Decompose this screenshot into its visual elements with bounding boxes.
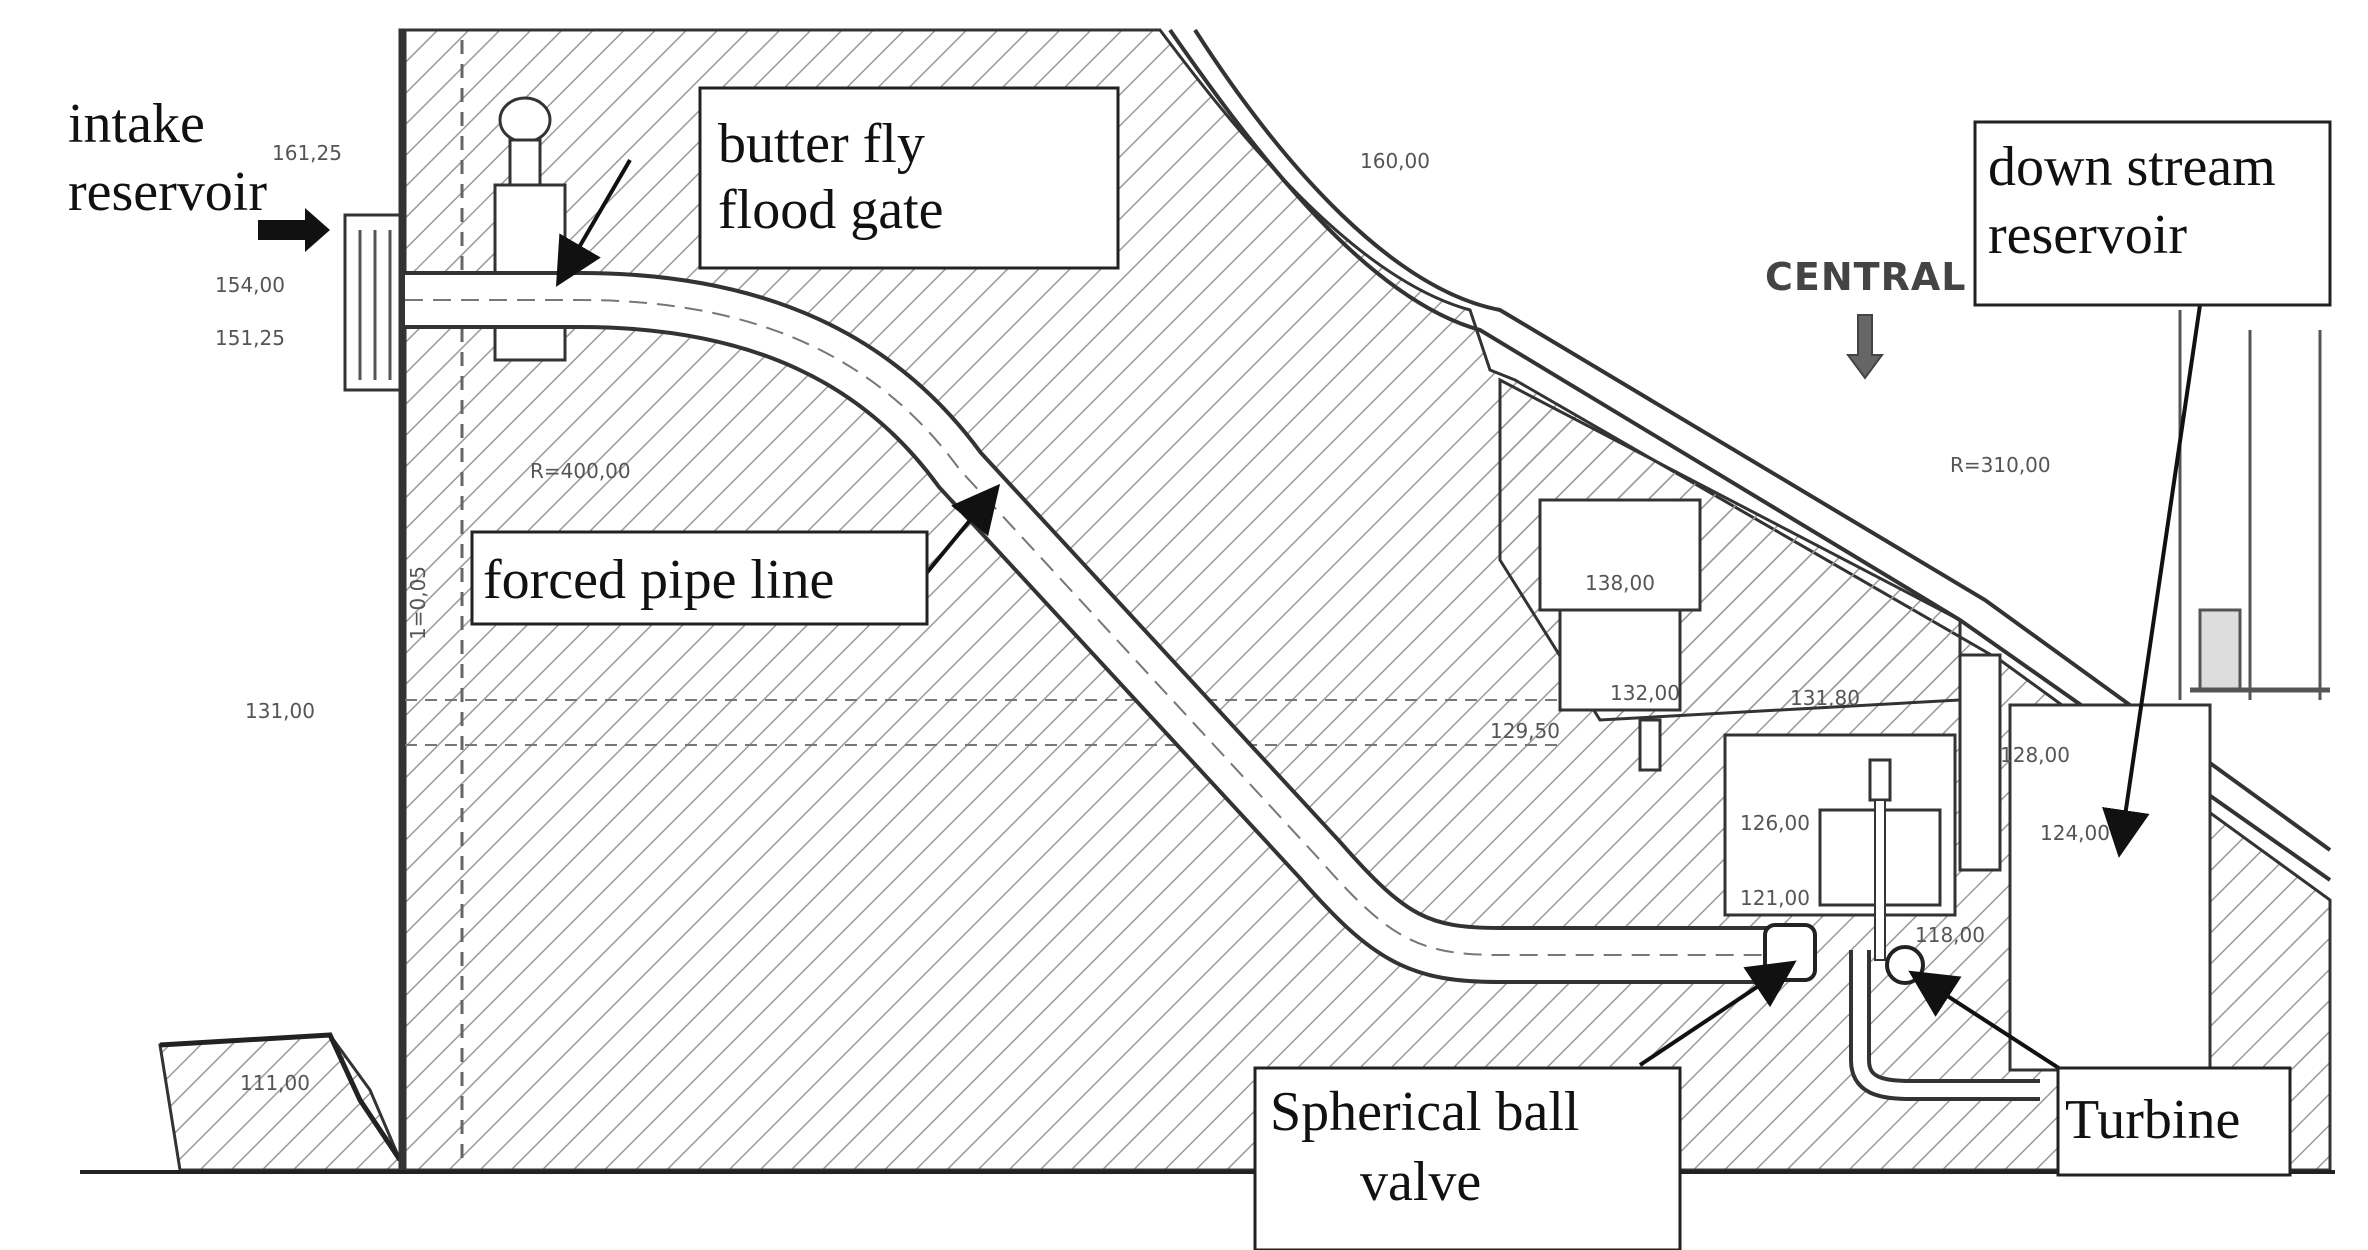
- forced-pipe-leader-arrow: [923, 483, 1001, 577]
- intake-flow-arrow: [258, 208, 330, 252]
- callout-butterfly-gate: butter fly flood gate: [698, 86, 1120, 270]
- dim-131-00: 131,00: [245, 699, 315, 723]
- butterfly-leader-arrow: [555, 158, 632, 287]
- spherical-ball-valve-symbol: [1763, 923, 1817, 982]
- dim-slope: 1=0,05: [406, 566, 430, 640]
- butterfly-label-line1: butter fly: [718, 113, 925, 175]
- dim-118-00: 118,00: [1915, 923, 1985, 947]
- dim-160-00: 160,00: [1360, 149, 1430, 173]
- dim-129-50: 129,50: [1490, 719, 1560, 743]
- intake-label-line2: reservoir: [68, 161, 267, 223]
- central-label: CENTRAL: [1765, 255, 1966, 299]
- downstream-face: [1168, 28, 2332, 882]
- dim-161-25: 161,25: [272, 141, 342, 165]
- callout-forced-pipe-line: forced pipe line: [470, 530, 929, 626]
- spherical-label-line2: valve: [1360, 1151, 1481, 1213]
- dim-r400: R=400,00: [530, 459, 631, 483]
- downstream-label-line2: reservoir: [1988, 204, 2187, 266]
- dim-126-00: 126,00: [1740, 811, 1810, 835]
- central-marker: CENTRAL: [1765, 255, 1966, 380]
- power-house: [1498, 377, 2212, 1101]
- dim-138-00: 138,00: [1585, 571, 1655, 595]
- dim-131-80: 131,80: [1790, 686, 1860, 710]
- intake-structure: [343, 28, 407, 1172]
- butterfly-label-line2: flood gate: [718, 179, 943, 241]
- dim-121-00: 121,00: [1740, 886, 1810, 910]
- turbine-label: Turbine: [2065, 1089, 2240, 1151]
- dim-151-25: 151,25: [215, 326, 285, 350]
- downstream-leader-arrow: [2102, 304, 2202, 858]
- penstock-pipe: [405, 271, 1770, 984]
- intake-reservoir-label: intake reservoir: [68, 93, 267, 223]
- callout-turbine: Turbine: [2056, 1066, 2292, 1177]
- downstream-label-line1: down stream: [1988, 136, 2276, 198]
- spherical-leader-arrow: [1638, 960, 1797, 1067]
- dim-132-00: 132,00: [1610, 681, 1680, 705]
- gallery-lines: [405, 699, 1560, 746]
- forced-pipe-label: forced pipe line: [483, 549, 834, 611]
- callout-downstream-reservoir: down stream reservoir: [1973, 120, 2332, 307]
- intake-label-line1: intake: [68, 93, 205, 155]
- dim-111-00: 111,00: [240, 1071, 310, 1095]
- dim-r310: R=310,00: [1950, 453, 2051, 477]
- callout-spherical-ball-valve: Spherical ball valve: [1253, 1066, 1682, 1250]
- switchyard: [2160, 298, 2330, 700]
- dim-128-00: 128,00: [2000, 743, 2070, 767]
- dimension-labels: 161,25 160,00 154,00 151,25 R=400,00 R=3…: [215, 141, 2110, 1095]
- spherical-label-line1: Spherical ball: [1270, 1081, 1579, 1143]
- dim-154-00: 154,00: [215, 273, 285, 297]
- dim-124-00: 124,00: [2040, 821, 2110, 845]
